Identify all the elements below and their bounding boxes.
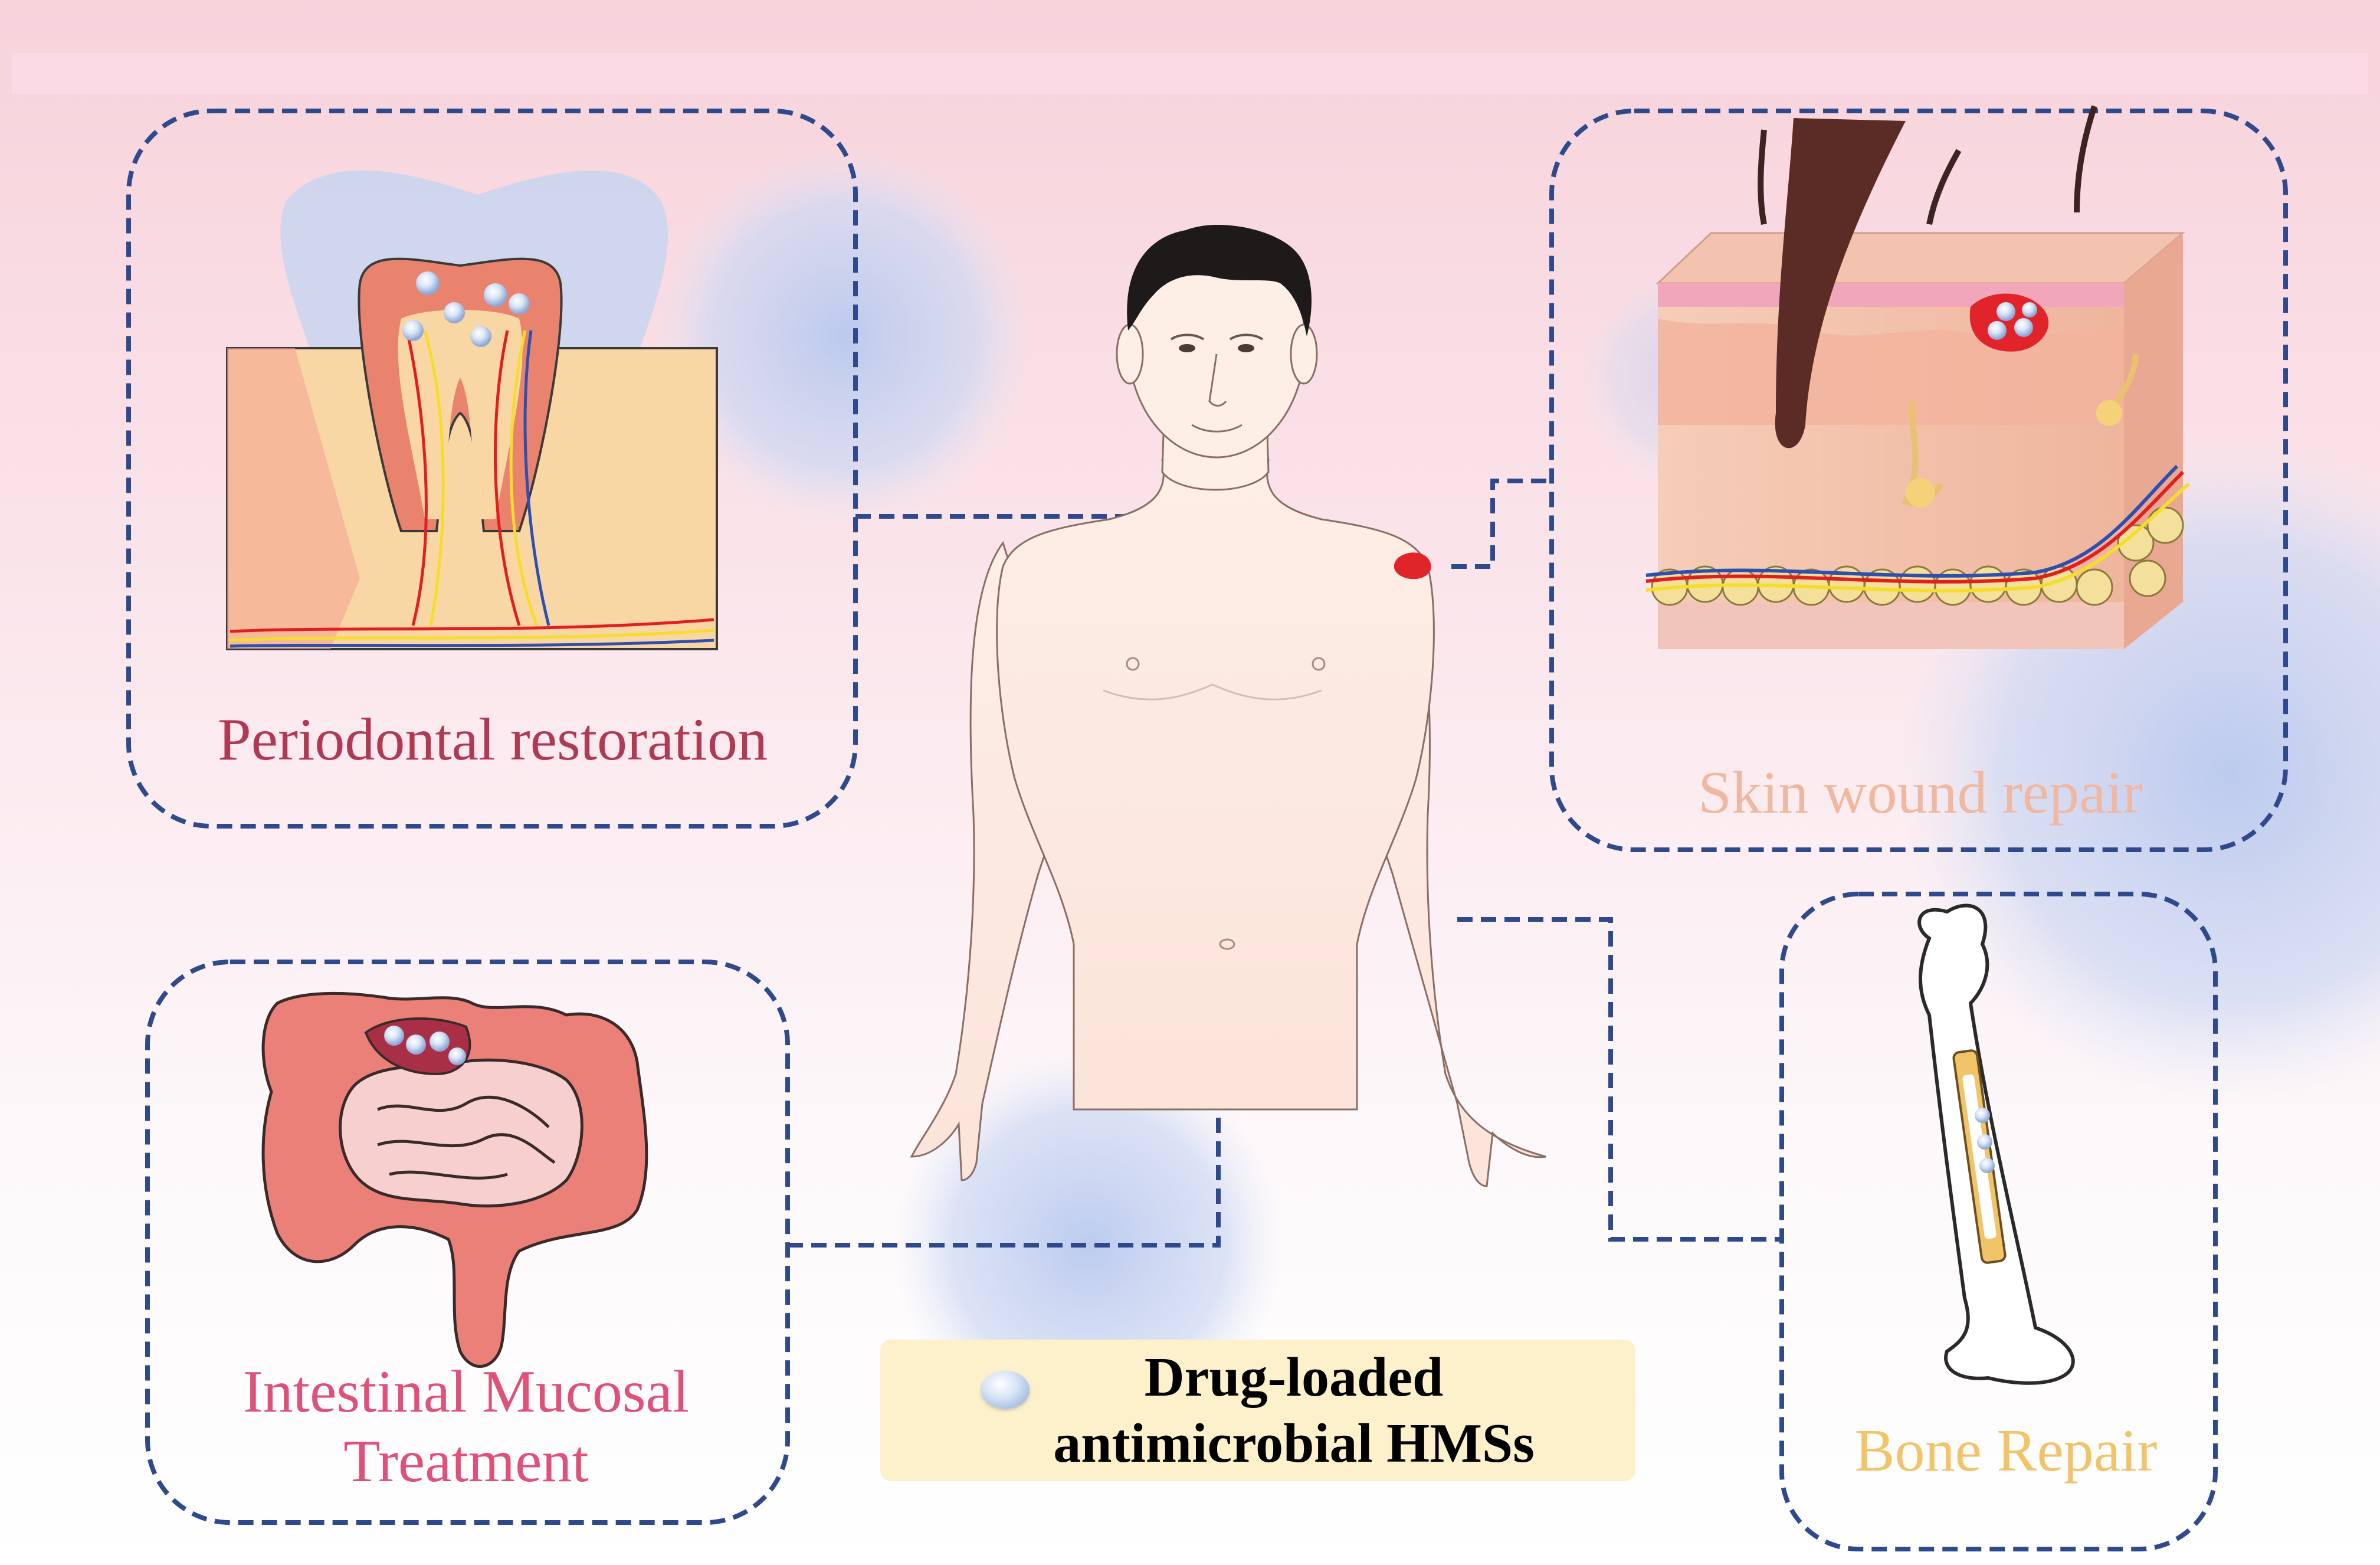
legend-text: Drug-loaded antimicrobial HMSs [1053,1344,1535,1476]
bone-microspheres [1975,1108,1995,1173]
tooth-illustration [226,170,718,650]
top-band [12,53,2368,94]
panel-bone [1779,892,2218,1551]
intestinal-label-line1: Intestinal Mucosal [242,1358,690,1425]
panel-intestinal [145,960,790,1525]
human-figure-illustration [910,225,1546,1187]
tooth-microspheres [402,271,530,347]
legend-line2: antimicrobial HMSs [1053,1413,1535,1474]
connector-bone [1457,917,1782,1242]
connector-skin [1451,479,1552,569]
drug-loaded-microsphere-icon [981,1371,1030,1409]
panel-boxes [126,109,2288,1551]
intestinal-mucosal-treatment-label: Intestinal Mucosal Treatment [150,1357,782,1497]
panel-periodontal [126,109,858,829]
legend: Drug-loaded antimicrobial HMSs [880,1340,1635,1481]
intestine-microspheres [384,1026,466,1065]
skin-illustration [1645,105,2190,649]
bone-illustration [1917,903,2075,1385]
panel-skin [1549,109,2288,852]
intestinal-label-line2: Treatment [343,1428,589,1495]
skin-wound-repair-label: Skin wound repair [1698,759,2143,826]
periodontal-restoration-label: Periodontal restoration [218,706,768,773]
skin-wound [1969,293,2049,352]
intestine-illustration [261,991,648,1368]
bone-repair-label: Bone Repair [1854,1417,2158,1484]
legend-line1: Drug-loaded [1144,1347,1444,1408]
legend-background [880,1340,1635,1481]
